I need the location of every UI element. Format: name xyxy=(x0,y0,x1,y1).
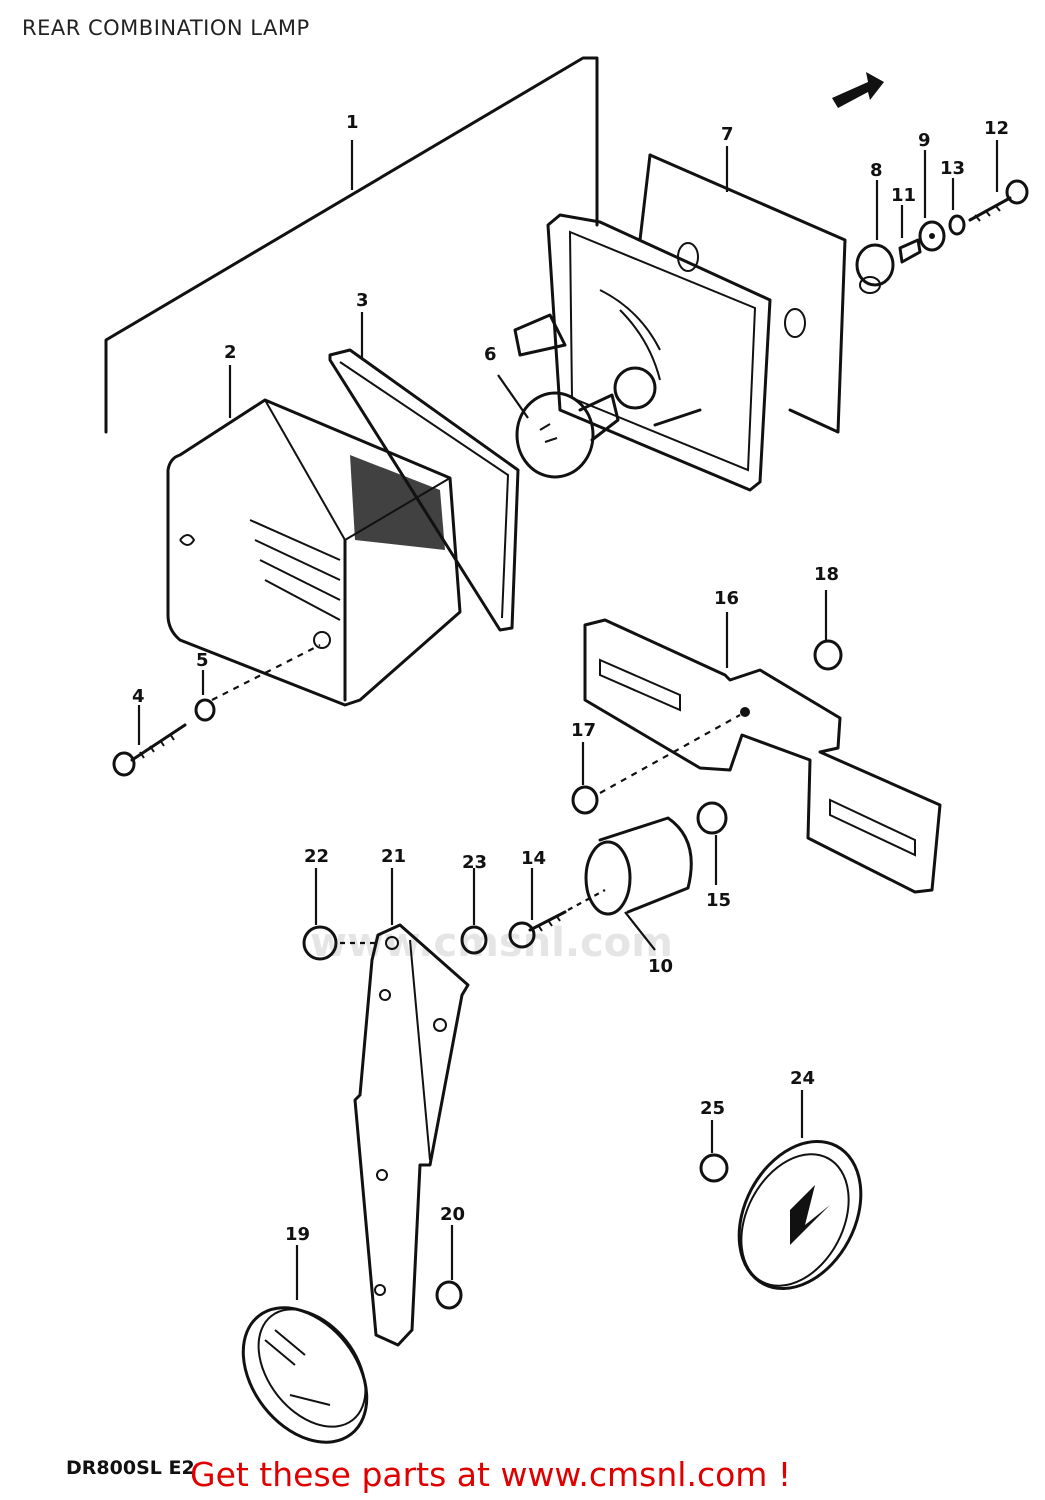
spacer-10-part xyxy=(584,816,693,951)
part-label-22: 22 xyxy=(304,846,329,867)
part-label-21: 21 xyxy=(381,846,406,867)
housing-part xyxy=(513,146,847,492)
part-label-24: 24 xyxy=(790,1068,815,1089)
washer-23-part xyxy=(460,868,488,955)
washer-15-part xyxy=(696,801,728,885)
washer-9-part xyxy=(918,150,946,252)
part-label-15: 15 xyxy=(706,890,731,911)
part-label-19: 19 xyxy=(285,1224,310,1245)
part-label-3: 3 xyxy=(356,290,369,311)
model-code: DR800SL E2 xyxy=(66,1457,195,1479)
nut-22-part xyxy=(302,868,378,961)
nut-20-part xyxy=(435,1225,463,1310)
diagram-title: REAR COMBINATION LAMP xyxy=(22,16,310,40)
nut-8-part xyxy=(855,180,895,294)
cta-link[interactable]: Get these parts at www.cmsnl.com ! xyxy=(190,1455,792,1494)
washer-5-part xyxy=(194,670,216,722)
screw-17-part xyxy=(571,714,741,815)
nut-25-part xyxy=(699,1120,729,1183)
part-label-10: 10 xyxy=(648,956,673,977)
reflector-24-part xyxy=(737,1090,863,1291)
part-label-25: 25 xyxy=(700,1098,725,1119)
part-label-1: 1 xyxy=(346,112,359,133)
part-label-16: 16 xyxy=(714,588,739,609)
bolt-14-part xyxy=(508,868,606,949)
part-label-17: 17 xyxy=(571,720,596,741)
license-bracket-part xyxy=(583,612,942,894)
part-label-23: 23 xyxy=(462,852,487,873)
part-label-14: 14 xyxy=(521,848,546,869)
screw-12-part xyxy=(968,140,1029,222)
lens-part xyxy=(166,365,462,707)
part-label-9: 9 xyxy=(918,130,931,151)
part-label-13: 13 xyxy=(940,158,965,179)
lockwasher-13-part xyxy=(948,178,966,236)
assembly-1-bracket xyxy=(104,56,599,434)
part-label-4: 4 xyxy=(132,686,145,707)
screw-4-part xyxy=(112,644,321,777)
part-label-18: 18 xyxy=(814,564,839,585)
reflector-bracket-part xyxy=(353,868,470,1347)
gasket-part xyxy=(328,312,520,632)
nut-18-part xyxy=(813,590,843,671)
part-label-11: 11 xyxy=(891,185,916,206)
part-label-5: 5 xyxy=(196,650,209,671)
part-label-6: 6 xyxy=(484,344,497,365)
part-label-12: 12 xyxy=(984,118,1009,139)
part-label-20: 20 xyxy=(440,1204,465,1225)
front-arrow-icon xyxy=(832,72,884,108)
part-label-2: 2 xyxy=(224,342,237,363)
reflector-19-part xyxy=(241,1245,369,1444)
stud-11-part xyxy=(898,205,922,264)
part-label-7: 7 xyxy=(721,124,734,145)
part-label-8: 8 xyxy=(870,160,883,181)
